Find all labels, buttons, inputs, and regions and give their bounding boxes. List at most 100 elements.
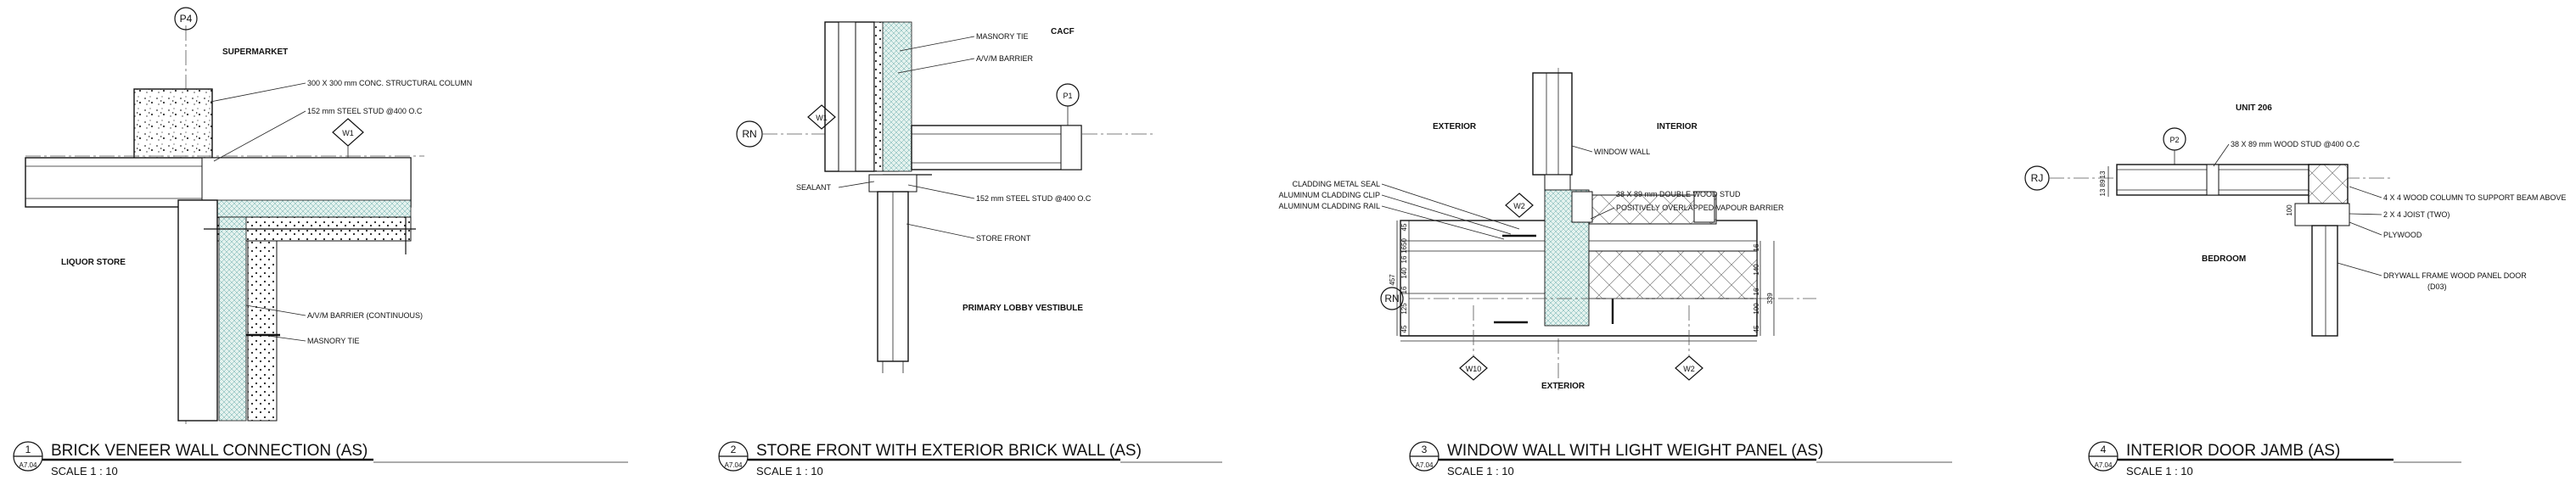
label-cladding-clip: ALUMINUM CLADDING CLIP <box>1278 191 1380 199</box>
dim-13b: 13 <box>2099 188 2107 196</box>
label-sealant: SEALANT <box>796 183 832 192</box>
grid-bubble-p4: P4 <box>174 7 198 31</box>
dimensions-door: 13 89 13 100 <box>2099 166 2293 216</box>
grid-bubble-rn-3: RN <box>1380 287 1404 310</box>
dimensions-left: 457 45 1650 16 140 16 125 45 <box>1389 221 1410 336</box>
dim-100: 100 <box>2286 204 2293 216</box>
label-joist: 2 X 4 JOIST (TWO) <box>2383 210 2450 219</box>
dim-l-125: 125 <box>1400 303 1408 315</box>
grid-bubble-w2-top: W2 <box>1505 193 1534 218</box>
dim-r-339: 339 <box>1766 293 1774 304</box>
detail-2: RN W1 P1 CACF MASNORY TIE A/V/M BARRIER … <box>718 21 1222 477</box>
grid-bubble-w10: W10 <box>1459 305 1488 381</box>
grid-bubble-w1-2: W1 <box>807 104 836 130</box>
grid-bubble-p1: P1 <box>1056 83 1080 126</box>
detail-1: P4 SUPERMARKET W1 300 X 300 mm CONC. STR… <box>13 7 628 477</box>
grid-rn-label: RN <box>742 128 756 140</box>
dim-l-16b: 16 <box>1400 286 1408 293</box>
label-masonry-tie-2: MASNORY TIE <box>976 32 1029 41</box>
detail-4-scale: SCALE 1 : 10 <box>2126 465 2193 477</box>
dim-l-140: 140 <box>1400 267 1408 279</box>
wall-vertical <box>177 199 218 422</box>
label-concrete-column: 300 X 300 mm CONC. STRUCTURAL COLUMN <box>307 79 472 87</box>
grid-rn-label-3: RN <box>1384 293 1399 304</box>
dim-l-45b: 45 <box>1400 325 1408 332</box>
detail-2-scale: SCALE 1 : 10 <box>756 465 823 477</box>
grid-p4-label: P4 <box>180 13 193 25</box>
dim-l-45: 45 <box>1400 223 1408 231</box>
grid-bubble-w1: W1 <box>332 118 364 158</box>
detail-2-title-block: 2 A7.04 STORE FRONT WITH EXTERIOR BRICK … <box>718 441 1222 477</box>
detail-3-scale: SCALE 1 : 10 <box>1447 465 1514 477</box>
store-front-head <box>868 174 918 193</box>
room-unit-206: UNIT 206 <box>2236 103 2272 113</box>
detail-3-title: WINDOW WALL WITH LIGHT WEIGHT PANEL (AS) <box>1447 442 1823 460</box>
wood-column <box>2308 164 2349 204</box>
label-window-wall: WINDOW WALL <box>1594 148 1650 156</box>
label-vapour-barrier: POSITIVELY OVERLAPPED VAPOUR BARRIER <box>1616 204 1784 212</box>
grid-rj-label: RJ <box>2031 172 2044 184</box>
label-avm-barrier-2: A/V/M BARRIER <box>976 54 1034 63</box>
label-cladding-rail: ALUMINUM CLADDING RAIL <box>1278 202 1380 210</box>
detail-4: RJ P2 UNIT 206 13 89 13 100 38 X 89 mm W… <box>2024 103 2566 477</box>
grid-bubble-w2-bottom: W2 <box>1675 305 1703 381</box>
label-cladding-seal: CLADDING METAL SEAL <box>1292 180 1380 188</box>
label-avm-barrier: A/V/M BARRIER (CONTINUOUS) <box>307 311 423 320</box>
detail-3: EXTERIOR INTERIOR WINDOW WALL RN W2 W2 <box>1278 68 1952 477</box>
detail-3-title-block: 3 A7.04 WINDOW WALL WITH LIGHT WEIGHT PA… <box>1409 441 1952 477</box>
label-steel-stud: 152 mm STEEL STUD @400 O.C <box>307 107 423 115</box>
room-interior: INTERIOR <box>1657 122 1698 131</box>
detail-2-number: 2 <box>731 444 737 455</box>
detail-4-title-block: 4 A7.04 INTERIOR DOOR JAMB (AS) SCALE 1 … <box>2088 441 2461 477</box>
detail-1-title-block: 1 A7.04 BRICK VENEER WALL CONNECTION (AS… <box>13 441 628 477</box>
window-wall-mullion <box>1532 72 1573 176</box>
grid-w1-label-2: W1 <box>816 114 828 122</box>
detail-1-number: 1 <box>25 444 31 455</box>
label-wood-stud: 38 X 89 mm WOOD STUD @400 O.C <box>2231 140 2360 148</box>
detail-4-sheet: A7.04 <box>2095 461 2113 469</box>
grid-bubble-rn-2: RN <box>736 120 763 148</box>
dim-r-16a: 16 <box>1753 243 1760 251</box>
label-door-frame: DRYWALL FRAME WOOD PANEL DOOR <box>2383 271 2527 280</box>
room-exterior-top: EXTERIOR <box>1433 122 1477 131</box>
grid-w2-label-bottom: W2 <box>1683 365 1695 373</box>
room-liquor-store: LIQUOR STORE <box>61 258 126 267</box>
label-store-front: STORE FRONT <box>976 234 1031 243</box>
wood-stud-batt <box>1588 250 1758 299</box>
room-exterior-bottom: EXTERIOR <box>1541 382 1585 391</box>
detail-1-scale: SCALE 1 : 10 <box>51 465 118 477</box>
grid-bubble-rj: RJ <box>2024 165 2050 191</box>
grid-w1-label: W1 <box>342 129 354 137</box>
grid-bubble-p2: P2 <box>2163 127 2186 166</box>
brick-veneer-vertical <box>247 240 278 422</box>
room-cacf: CACF <box>1051 27 1075 36</box>
label-door-tag: (D03) <box>2427 282 2447 291</box>
insulation-horizontal <box>211 199 412 218</box>
concrete-column <box>133 88 213 162</box>
detail-2-sheet: A7.04 <box>725 461 743 469</box>
dim-r-16b: 16 <box>1753 288 1760 295</box>
grid-p2-label: P2 <box>2169 136 2179 144</box>
door-frame <box>2311 225 2338 337</box>
detail-4-title: INTERIOR DOOR JAMB (AS) <box>2126 442 2340 460</box>
interior-wall <box>2116 164 2330 196</box>
room-supermarket: SUPERMARKET <box>222 47 288 57</box>
dim-r-100: 100 <box>1753 303 1760 315</box>
detail-2-title: STORE FRONT WITH EXTERIOR BRICK WALL (AS… <box>756 442 1142 460</box>
dim-13a: 13 <box>2099 170 2107 178</box>
dim-r-45: 45 <box>1753 325 1760 332</box>
label-wood-column: 4 X 4 WOOD COLUMN TO SUPPORT BEAM ABOVE <box>2383 193 2566 202</box>
grid-w2-label-top: W2 <box>1513 202 1525 210</box>
dim-89: 89 <box>2099 179 2107 187</box>
detail-3-sheet: A7.04 <box>1416 461 1434 469</box>
room-bedroom: BEDROOM <box>2202 254 2246 264</box>
room-primary-lobby: PRIMARY LOBBY VESTIBULE <box>962 304 1083 313</box>
detail-3-number: 3 <box>1422 444 1428 455</box>
detail-1-sheet: A7.04 <box>20 461 37 469</box>
label-masonry-tie: MASNORY TIE <box>307 337 360 345</box>
detail-1-title: BRICK VENEER WALL CONNECTION (AS) <box>51 442 368 460</box>
joist <box>2294 203 2350 226</box>
grid-p1-label: P1 <box>1063 92 1072 100</box>
label-plywood: PLYWOOD <box>2383 231 2422 239</box>
